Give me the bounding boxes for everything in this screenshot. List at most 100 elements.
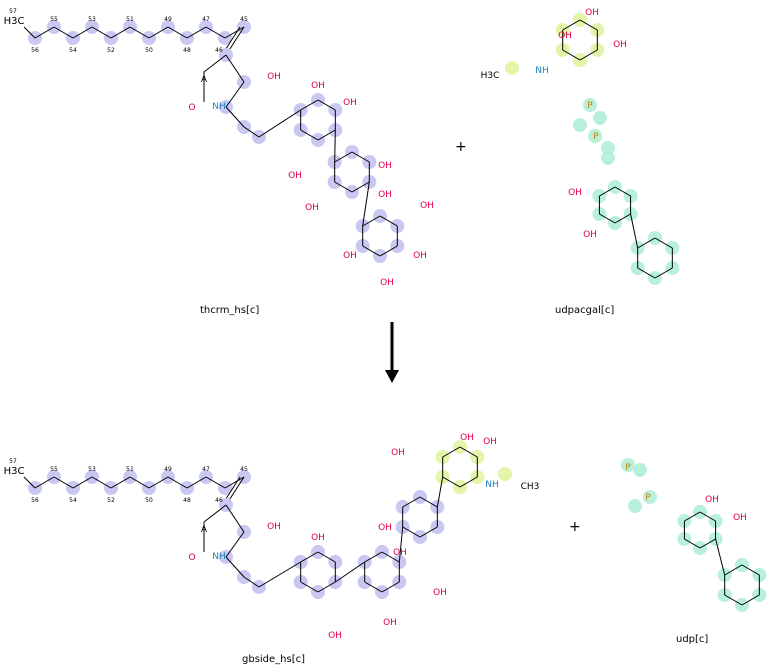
hydroxyl-label: OH (378, 523, 392, 533)
chain-number: 45 (240, 16, 248, 23)
phosphate-highlight (601, 151, 615, 165)
chain-bond (148, 26, 169, 39)
hydroxyl-94: OH (705, 495, 719, 505)
methyl-label: H3C (4, 16, 25, 27)
chain-bond (224, 476, 245, 489)
glycosidic-bond (398, 526, 404, 563)
phosphate-highlight (588, 129, 602, 143)
glycosidic-bond (436, 476, 444, 508)
methyl-label: H3C (4, 466, 25, 477)
phosphate-highlight (621, 458, 635, 472)
gbside-ring3-bond (402, 496, 421, 508)
reaction-arrow-head (385, 370, 399, 383)
chain-bond (110, 476, 131, 489)
hydroxyl-42: OH (267, 522, 281, 532)
udp-uracil-ring-bond (724, 594, 743, 606)
hydroxyl-95: OH (583, 230, 597, 240)
molecule-label-udpacgal: udpacgal[c] (555, 305, 615, 316)
chain-bond (72, 476, 93, 489)
gbside-ring1-bond (300, 551, 319, 563)
uracil-ring-bond (637, 267, 656, 279)
chain-bond (205, 476, 226, 489)
phosphate-highlight (601, 141, 615, 155)
hydroxyl-label: OH (393, 548, 407, 558)
chain-bond (224, 26, 245, 39)
hydroxyl-96: OH (733, 513, 747, 523)
chain-bond (53, 476, 74, 489)
galnac-ring-bond (579, 49, 598, 61)
hydroxyl-label: OH (413, 251, 427, 261)
hydroxyl-94: OH (568, 188, 582, 198)
gbside-galnac-ring-bond (459, 446, 478, 458)
phosphorus-label: P (625, 463, 631, 473)
chain-number: 46 (215, 47, 223, 54)
chain-number: 51 (126, 466, 134, 473)
acyl-label: A (201, 525, 208, 535)
chain-number: 54 (69, 47, 77, 54)
hydroxyl-label: OH (305, 203, 319, 213)
chain-number: 52 (107, 497, 115, 504)
plus-sign-products: + (569, 519, 581, 535)
udp-ribose-ring-bond (699, 538, 716, 549)
chain-bond (148, 476, 169, 489)
galnac-ring-bond (562, 49, 581, 61)
gbside-ring1-bond (317, 551, 336, 563)
acetyl-methyl-label: H3C (481, 71, 500, 81)
chain-bond (110, 26, 131, 39)
thcrm-ring1-bond (317, 99, 336, 111)
chain-bond (129, 26, 150, 39)
hydroxyl-label: OH (378, 190, 392, 200)
chain-bond (186, 476, 207, 489)
uracil-ring-bond (637, 237, 656, 249)
gbside-ring2-bond (364, 551, 383, 563)
thcrm-ring3-bond (379, 245, 398, 257)
amine-label: NH (212, 102, 226, 112)
acyl-label: A (201, 75, 208, 85)
chain-number: 48 (183, 497, 191, 504)
thcrm-ring1-bond (300, 99, 319, 111)
ribose-ring-bond (614, 186, 631, 197)
phosphorus-label: P (645, 493, 651, 503)
chain-number: 48 (183, 47, 191, 54)
thcrm-ring2-bond (334, 181, 353, 193)
chain-number: 56 (31, 47, 39, 54)
phosphate-highlight (573, 118, 587, 132)
molecule-label-udp: udp[c] (676, 634, 709, 645)
chain-number: 50 (145, 497, 153, 504)
chain-bond (186, 26, 207, 39)
chain-number: 54 (69, 497, 77, 504)
phosphate-highlight (633, 463, 647, 477)
acetyl-methyl-label: CH3 (521, 482, 540, 492)
thcrm-ring1-bond (300, 129, 319, 141)
head-bond (225, 531, 245, 558)
gbside-ring2-bond (381, 581, 400, 593)
hydroxyl-label: OH (433, 588, 447, 598)
chain-number: 49 (164, 16, 172, 23)
phosphate-highlight (583, 98, 597, 112)
hydroxyl-label: OH (383, 618, 397, 628)
ribose-ring-bond (599, 186, 616, 197)
gbside-ring2-bond (364, 581, 383, 593)
glycosidic-bond (362, 181, 370, 227)
hydroxyl-label: OH (483, 437, 497, 447)
uracil-ring-bond (654, 267, 673, 279)
n-glycosidic-bond (630, 213, 639, 249)
chain-number: 45 (240, 466, 248, 473)
ribose-ring-bond (599, 213, 616, 224)
chain-number: 55 (50, 466, 58, 473)
oxygen-label: O (188, 553, 195, 563)
amine-label: NH (485, 480, 499, 490)
gbside-ring3-bond (419, 496, 438, 508)
chain-bond (129, 476, 150, 489)
hydroxyl-label: OH (420, 201, 434, 211)
head-bond (225, 54, 245, 83)
udp-uracil-ring-bond (741, 594, 760, 606)
phosphate-highlight (628, 499, 642, 513)
galnac-ring-bond (562, 19, 581, 31)
chain-number: 49 (164, 466, 172, 473)
chain-bond (205, 26, 226, 39)
chain-bond (91, 476, 112, 489)
chain-number: 50 (145, 47, 153, 54)
thcrm-ring2-bond (351, 181, 370, 193)
